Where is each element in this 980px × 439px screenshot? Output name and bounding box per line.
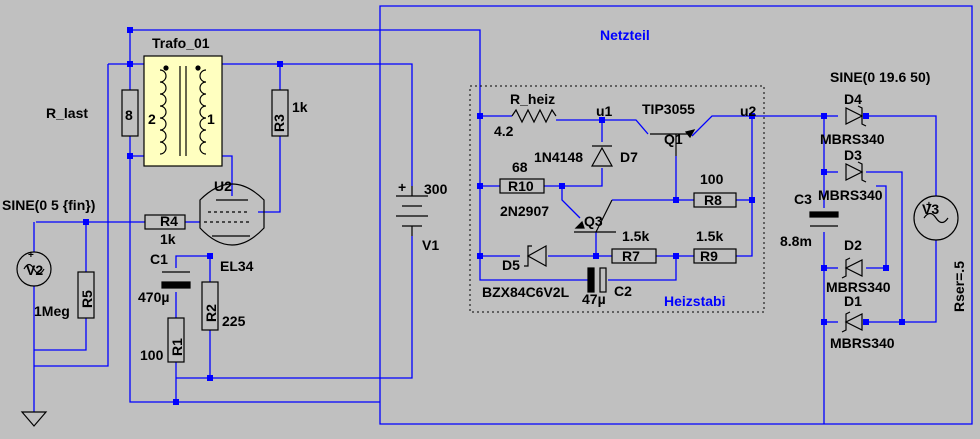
r10-value: 68 — [512, 159, 528, 175]
diode-d7[interactable] — [590, 145, 614, 167]
svg-text:+: + — [28, 250, 34, 261]
d1-value: MBRS340 — [830, 335, 895, 351]
r4-name: R4 — [160, 213, 178, 229]
capacitor-c2[interactable] — [587, 267, 607, 293]
d1-name: D1 — [844, 293, 862, 309]
resistor-r2[interactable] — [201, 281, 219, 331]
resistor-r10[interactable] — [499, 178, 545, 194]
d5-value: BZX84C6V2L — [482, 284, 570, 300]
u2-name: U2 — [214, 178, 232, 194]
resistor-r4[interactable] — [144, 214, 186, 230]
r2-value: 225 — [222, 313, 246, 329]
d4-name: D4 — [844, 91, 862, 107]
r4-value: 1k — [160, 231, 176, 247]
heizstabi-label: Heizstabi — [664, 293, 725, 309]
r1-name: R1 — [169, 338, 185, 356]
d3-name: D3 — [844, 147, 862, 163]
tube-u2-el34[interactable] — [199, 183, 265, 246]
d2-value: MBRS340 — [826, 279, 891, 295]
r-heiz-name: R_heiz — [510, 91, 555, 107]
r3-name: R3 — [271, 114, 287, 132]
q3-name: Q3 — [584, 213, 603, 229]
d7-name: D7 — [620, 149, 638, 165]
transistor-q1[interactable] — [650, 129, 696, 156]
svg-text:+: + — [926, 200, 932, 211]
r3-value: 1k — [292, 99, 308, 115]
r-heiz-value: 4.2 — [494, 123, 514, 139]
v1-value: 300 — [424, 181, 448, 197]
ground-symbol — [20, 411, 48, 427]
source-v1[interactable] — [396, 186, 428, 236]
r9-value: 1.5k — [696, 228, 723, 244]
c3-name: C3 — [794, 191, 812, 207]
diode-d2[interactable] — [841, 257, 863, 279]
wires[interactable] — [33, 5, 973, 425]
v3-name: V3 — [922, 201, 939, 217]
r9-name: R9 — [700, 248, 718, 264]
c3-value: 8.8m — [780, 233, 812, 249]
resistor-r9[interactable] — [693, 248, 737, 264]
transistor-q3[interactable] — [574, 199, 616, 233]
v2-name: V2 — [26, 262, 43, 278]
r7-value: 1.5k — [622, 228, 649, 244]
v1-name: V1 — [422, 237, 439, 253]
d7-value: 1N4148 — [534, 149, 583, 165]
d3-value: MBRS340 — [818, 187, 883, 203]
trafo-label: Trafo_01 — [152, 35, 210, 51]
r1-value: 100 — [140, 347, 164, 363]
r2-name: R2 — [203, 304, 219, 322]
capacitor-c1[interactable] — [161, 271, 191, 289]
resistor-r1[interactable] — [167, 317, 185, 363]
resistor-r-last[interactable] — [121, 89, 139, 137]
r-last-name: R_last — [46, 105, 88, 121]
resistor-r-heiz[interactable] — [511, 108, 557, 124]
d2-name: D2 — [844, 237, 862, 253]
u2-value: EL34 — [220, 258, 254, 274]
d4-value: MBRS340 — [820, 131, 885, 147]
resistor-r5[interactable] — [77, 271, 95, 319]
v3-rser: Rser=.5 — [951, 261, 967, 312]
q1-value: TIP3055 — [642, 101, 695, 117]
resistor-r8[interactable] — [693, 192, 737, 208]
q1-name: Q1 — [664, 131, 683, 147]
resistor-r7[interactable] — [611, 248, 657, 264]
trafo-pin-1: 1 — [207, 111, 215, 127]
net-u1: u1 — [596, 103, 613, 119]
c2-name: C2 — [614, 283, 632, 299]
diode-d3[interactable] — [845, 161, 867, 183]
diode-d4[interactable] — [845, 105, 867, 127]
r7-name: R7 — [622, 248, 640, 264]
diode-d5[interactable] — [524, 244, 547, 268]
c1-value: 470µ — [138, 289, 169, 305]
v1-plus: + — [398, 179, 406, 195]
r5-value: 1Meg — [34, 303, 70, 319]
netzteil-label: Netzteil — [600, 27, 650, 43]
v2-source-label: SINE(0 5 {fin}) — [2, 197, 95, 213]
r8-value: 100 — [700, 171, 724, 187]
diode-d1[interactable] — [841, 311, 863, 333]
heizstabi-region — [469, 85, 765, 313]
source-v3[interactable]: + — [913, 195, 959, 241]
capacitor-c3[interactable] — [809, 211, 839, 227]
trafo-pin-2: 2 — [148, 111, 156, 127]
r5-name: R5 — [79, 290, 95, 308]
resistor-r3[interactable] — [271, 89, 289, 137]
transformer-trafo-01[interactable] — [143, 55, 223, 167]
q3-value: 2N2907 — [500, 203, 549, 219]
net-u2: u2 — [740, 103, 757, 119]
source-v2[interactable]: + — [16, 250, 52, 287]
r-last-value: 8 — [125, 107, 133, 123]
junctions — [83, 27, 905, 405]
c1-name: C1 — [150, 251, 168, 267]
c2-value: 47µ — [582, 291, 606, 307]
d5-name: D5 — [502, 257, 520, 273]
r10-name: R10 — [508, 178, 534, 194]
r8-name: R8 — [704, 192, 722, 208]
v3-source-label: SINE(0 19.6 50) — [830, 69, 930, 85]
